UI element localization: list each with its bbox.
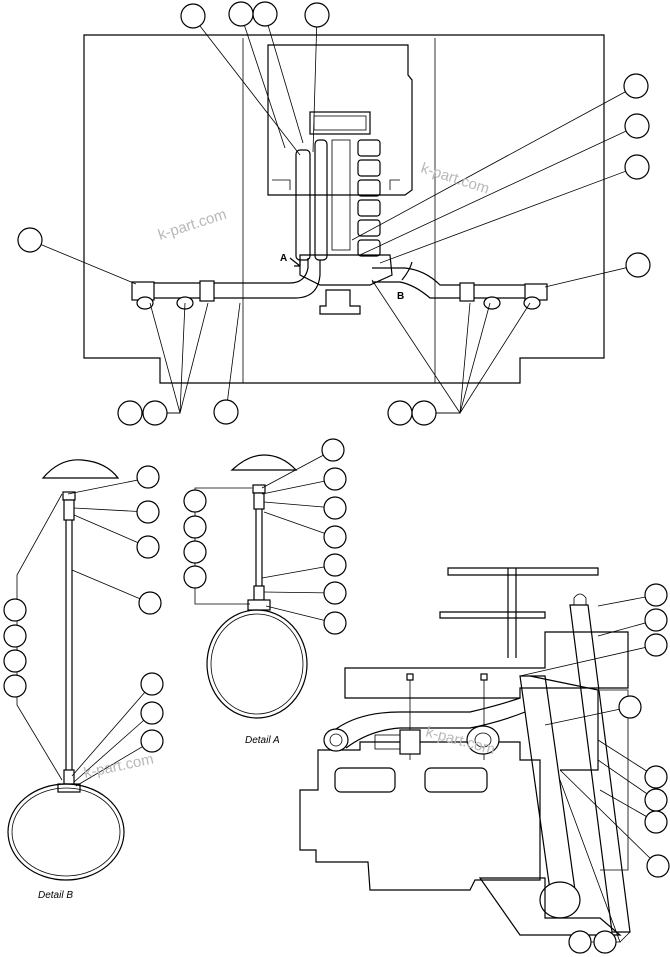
callout-leaders-a — [194, 449, 336, 624]
top-view: A B — [17, 1, 651, 426]
callout-balloons-side — [568, 583, 670, 954]
callout-balloons-b — [3, 465, 164, 753]
detail-a-caption: Detail A — [245, 735, 280, 746]
cylinder-row — [295, 139, 381, 261]
engine-block-outline — [267, 44, 413, 196]
exhaust-pipe-left — [131, 258, 321, 302]
detail-b: Detail B k-part.com — [3, 459, 164, 901]
detail-a: Detail A — [183, 438, 347, 746]
watermark-detail-b: k-part.com — [82, 751, 155, 782]
chassis-outline — [83, 34, 605, 384]
engine-side-outline — [299, 741, 541, 891]
callout-balloons-top — [17, 1, 651, 426]
callout-balloons-a — [183, 438, 347, 635]
watermark-top-left: k-part.com — [156, 206, 229, 244]
side-view: k-part.com — [299, 567, 670, 954]
view-b-label: B — [397, 291, 404, 302]
view-a-label: A — [280, 253, 287, 264]
callout-leaders-top — [29, 14, 639, 414]
detail-b-caption: Detail B — [38, 890, 73, 901]
callout-leaders-side — [519, 594, 659, 943]
watermark-top-right: k-part.com — [419, 160, 492, 198]
callout-leaders-b — [16, 477, 153, 787]
